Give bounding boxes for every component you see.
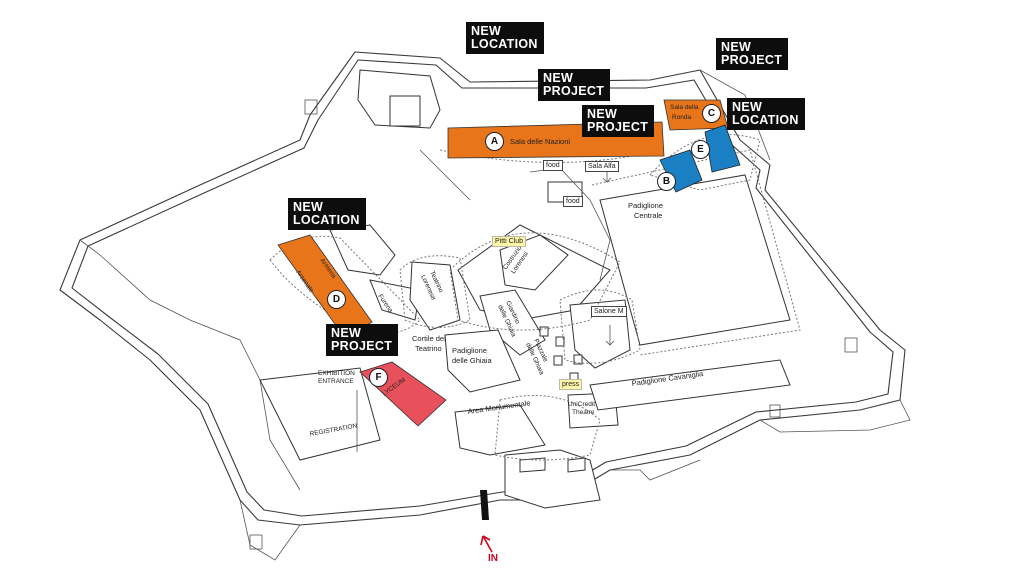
callout-new-project-top: NEW PROJECT (538, 69, 611, 101)
marker-c[interactable]: C (702, 104, 721, 123)
entrance-in-label[interactable]: IN (488, 553, 498, 564)
marker-e[interactable]: E (691, 140, 710, 159)
callout-new-location-sala-nazioni: NEW LOCATION (466, 22, 544, 54)
unicredit-label-1: UniCredit (568, 401, 595, 408)
buildings (259, 69, 791, 509)
padiglione-ghiaia-label-2: delle Ghiaia (452, 356, 492, 365)
futurama-area-e[interactable] (704, 124, 741, 173)
marker-d[interactable]: D (327, 290, 346, 309)
padiglione-ghiaia-label-1: Padiglione (452, 346, 487, 355)
sala-alfa-tag[interactable]: Sala Alfa (585, 161, 619, 172)
food-tag-1: food (543, 160, 563, 171)
callout-new-location-right: NEW LOCATION (727, 98, 805, 130)
sala-alfa-arrow (602, 170, 612, 183)
marker-f[interactable]: F (369, 368, 388, 387)
press-tag[interactable]: press (559, 379, 583, 390)
callout-new-location-arsenale: NEW LOCATION (288, 198, 366, 230)
marker-a[interactable]: A (485, 132, 504, 151)
salone-m-arrow (605, 325, 615, 346)
sala-ronda-label-line1: Sala della (670, 104, 699, 111)
fortress-walls (59, 51, 911, 561)
sala-nazioni-label: Sala delle Nazioni (510, 137, 570, 146)
cortile-label-2: Teatrino (415, 344, 442, 353)
arsenale-area[interactable] (277, 234, 373, 339)
exhibition-entrance-label-1: EXHIBITION (318, 370, 355, 377)
pitti-club-tag[interactable]: Pitti Club (492, 236, 527, 247)
exhibition-entrance-label-2: ENTRANCE (318, 378, 354, 385)
sala-ronda-label-line2: Ronda (672, 114, 692, 121)
padiglione-centrale-label-1: Padiglione (628, 201, 663, 210)
salone-m-tag[interactable]: Salone M (591, 306, 627, 317)
food-tag-2: food (563, 196, 583, 207)
padiglione-centrale-label-2: Centrale (634, 211, 662, 220)
cortile-label-1: Cortile del (412, 334, 446, 343)
callout-new-project-lyceum: NEW PROJECT (326, 324, 399, 356)
entrance-gate (480, 490, 489, 520)
marker-b[interactable]: B (657, 172, 676, 191)
callout-new-project-ronda: NEW PROJECT (716, 38, 789, 70)
entrance-arrow (480, 535, 493, 553)
callout-new-project-mid: NEW PROJECT (582, 105, 655, 137)
unicredit-label-2: Theatre (572, 409, 595, 416)
